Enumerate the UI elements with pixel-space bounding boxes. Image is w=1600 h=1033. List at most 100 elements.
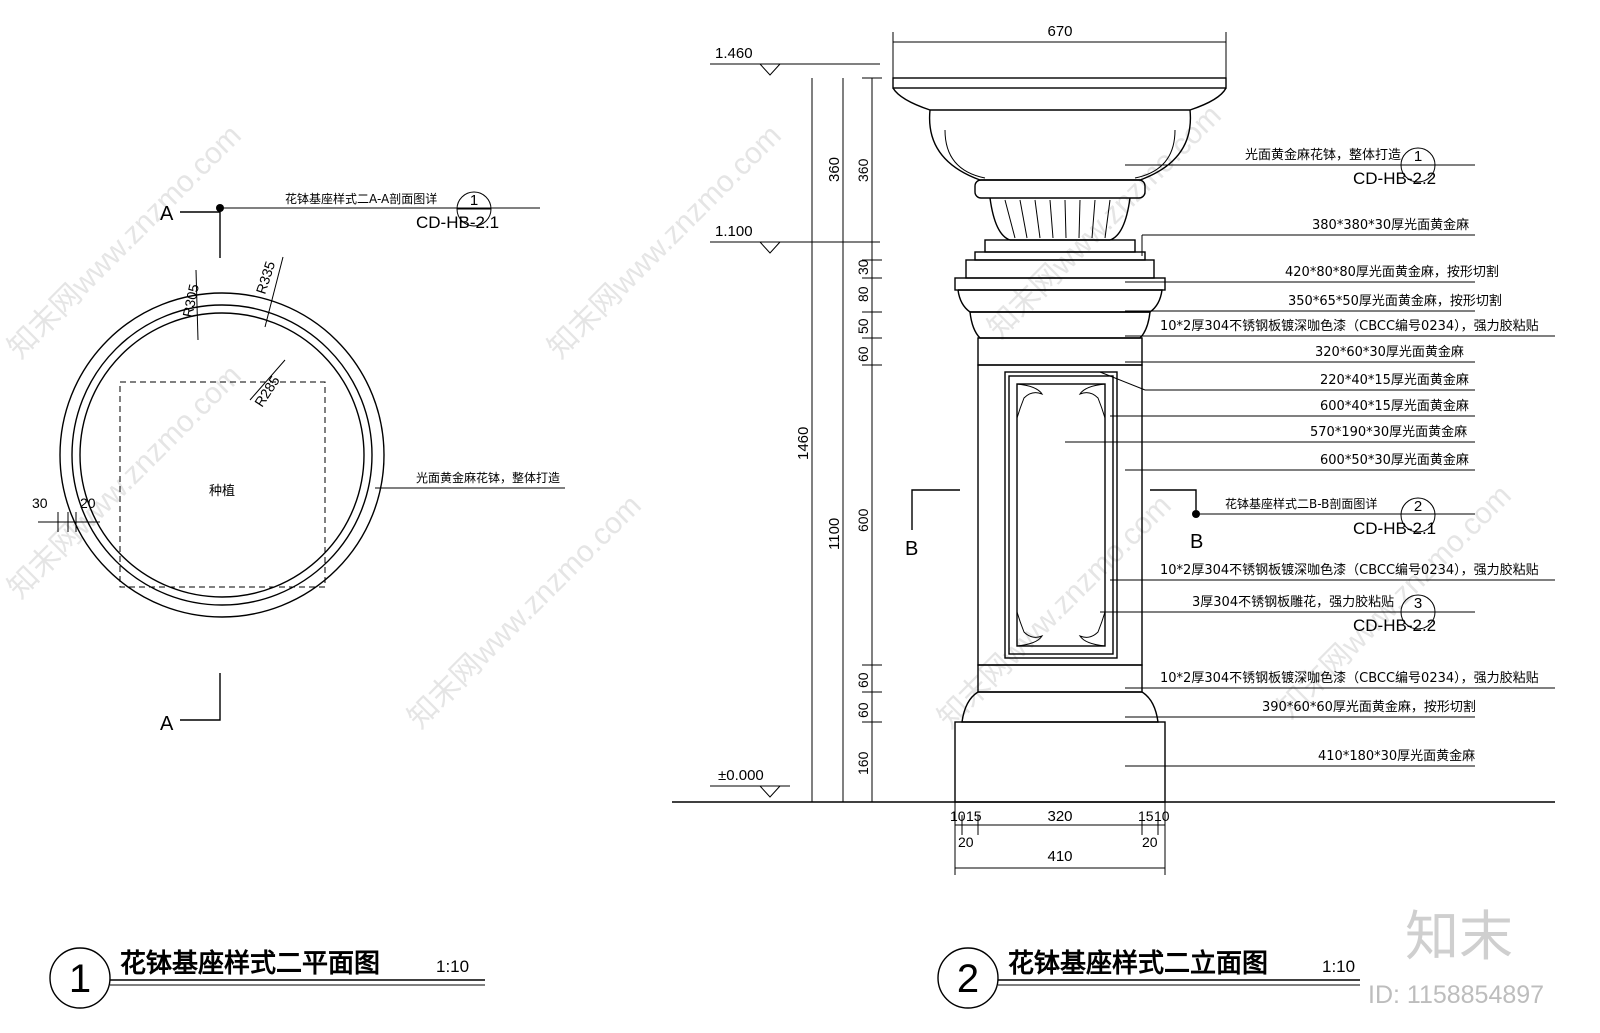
pedestal [954, 251, 1166, 803]
callout: 600*50*30厚光面黄金麻 [1320, 452, 1469, 468]
callout: 10*2厚304不锈钢板镀深咖色漆（CBCC编号0234），强力胶粘贴 [1160, 562, 1539, 578]
dim-right: 360 [855, 158, 871, 182]
section-mark-b-left: B [905, 538, 918, 560]
dim-1100: 1100 [826, 518, 843, 550]
level-ground: ±0.000 [718, 767, 764, 784]
level-marker-mid: 1.100 [710, 223, 880, 254]
dim-670: 670 [1047, 23, 1072, 40]
bowl-outer-circle [59, 292, 385, 618]
r285-label: R285 [251, 373, 283, 410]
dim-right: 600 [855, 508, 871, 532]
plan-ref-label: 花钵基座样式二A-A剖面图详 [285, 191, 437, 206]
dim-right: 60 [855, 672, 871, 688]
plan-title-circle [49, 947, 111, 1009]
elev-title-circle [937, 947, 999, 1009]
callout: 420*80*80厚光面黄金麻，按形切割 [1285, 264, 1499, 280]
ref-num: 1 [1414, 148, 1422, 165]
plan-ref-num: 1 [470, 192, 478, 209]
elev-title: 花钵基座样式二立面图 [1008, 948, 1268, 979]
bowl-rim-circle [71, 304, 373, 606]
callout: 390*60*60厚光面黄金麻，按形切割 [1262, 699, 1476, 715]
callout: 220*40*15厚光面黄金麻 [1320, 372, 1469, 388]
level-marker-ground: ±0.000 [710, 767, 790, 798]
dim-bottom: 15 [966, 808, 982, 824]
dim-bottom: 20 [958, 834, 974, 850]
watermark-text: 知末网www.znzmo.com [982, 99, 1228, 345]
watermark-text: 知末网www.znzmo.com [402, 489, 648, 735]
bottom-dims: 10 15 320 15 10 20 20 410 [950, 802, 1170, 875]
section-cut-a-top [180, 211, 221, 258]
section-mark-a-bottom: A [160, 713, 174, 735]
dim-bottom: 10 [1154, 808, 1170, 824]
plan-title-block: 1 花钵基座样式二平面图 1:10 [49, 947, 485, 1009]
ref-circle [1400, 497, 1436, 533]
callout: 570*190*30厚光面黄金麻 [1310, 424, 1467, 440]
callout: 10*2厚304不锈钢板镀深咖色漆（CBCC编号0234），强力胶粘贴 [1160, 318, 1539, 334]
callout: 光面黄金麻花钵，整体打造 [1245, 147, 1401, 163]
watermark-id: ID: 1158854897 [1368, 981, 1544, 1009]
ref-code: CD-HB-2.1 [1353, 519, 1436, 538]
plan-dim-30: 30 [32, 495, 48, 511]
bowl-inner-circle [79, 312, 365, 598]
section-cut-b-right [1150, 489, 1197, 510]
dim-1460: 1460 [795, 427, 812, 460]
callout: 花钵基座样式二B-B剖面图详 [1225, 496, 1377, 511]
callout: 350*65*50厚光面黄金麻，按形切割 [1288, 293, 1502, 309]
dim-right: 160 [855, 751, 871, 775]
dim-bottom: 15 [1138, 808, 1154, 824]
planting-label: 种植 [209, 484, 235, 499]
dim-right: 60 [855, 702, 871, 718]
dim-410: 410 [1047, 848, 1072, 865]
plan-note: 光面黄金麻花钵，整体打造 [416, 470, 560, 485]
plan-ref-code: CD-HB-2.1 [416, 213, 499, 232]
dim-bottom: 320 [1047, 808, 1072, 825]
watermark-text: 知末网www.znzmo.com [2, 359, 248, 605]
ref-code: CD-HB-2.2 [1353, 169, 1436, 188]
callouts: 光面黄金麻花钵，整体打造 1 CD-HB-2.2 380*380*30厚光面黄金… [1065, 147, 1555, 767]
ref-circle [1400, 594, 1436, 630]
callout: 380*380*30厚光面黄金麻 [1312, 217, 1469, 233]
watermark-text: 知末网www.znzmo.com [2, 119, 248, 365]
elev-title-num: 2 [957, 957, 979, 1001]
plan-scale: 1:10 [436, 957, 469, 976]
dim-bottom: 10 [950, 808, 966, 824]
plan-title-num: 1 [69, 957, 91, 1001]
ref-num: 2 [1414, 498, 1422, 515]
callout: 410*180*30厚光面黄金麻 [1318, 748, 1475, 764]
ref-code: CD-HB-2.2 [1353, 616, 1436, 635]
dim-right: 30 [855, 259, 871, 275]
r305-leader [195, 269, 199, 341]
r285-leader [249, 359, 286, 401]
level-1100: 1.100 [715, 223, 753, 240]
callout: 3厚304不锈钢板雕花，强力胶粘贴 [1192, 594, 1394, 610]
ref-num: 3 [1414, 595, 1422, 612]
section-mark-b-right: B [1190, 531, 1203, 553]
dim-bottom: 20 [1142, 834, 1158, 850]
flower-bowl [892, 77, 1227, 253]
plan-title: 花钵基座样式二平面图 [120, 948, 380, 979]
plan-dim-20: 20 [80, 495, 96, 511]
planting-area [119, 381, 326, 588]
watermark-layer: 知末网www.znzmo.com 知末网www.znzmo.com 知末网www… [2, 99, 1518, 735]
level-1460: 1.460 [715, 45, 753, 62]
elev-scale: 1:10 [1322, 957, 1355, 976]
level-marker-top: 1.460 [710, 45, 880, 76]
callout: 10*2厚304不锈钢板镀深咖色漆（CBCC编号0234），强力胶粘贴 [1160, 670, 1539, 686]
dim-360-left: 360 [826, 157, 843, 182]
ref-circle [1400, 147, 1436, 183]
dim-ticks [862, 77, 882, 803]
section-cut-a-bottom [180, 673, 221, 721]
section-cut-b-left [911, 489, 960, 530]
section-mark-a-top: A [160, 203, 174, 225]
dim-right: 60 [855, 346, 871, 362]
watermark-logo: 知末 [1405, 905, 1513, 968]
elev-title-block: 2 花钵基座样式二立面图 1:10 [937, 947, 1360, 1009]
dim-right: 50 [855, 318, 871, 334]
callout: 600*40*15厚光面黄金麻 [1320, 398, 1469, 414]
callout: 320*60*30厚光面黄金麻 [1315, 344, 1464, 360]
elevation-view: 1.460 1.100 ±0.000 1460 1100 360 360 30 … [672, 23, 1555, 875]
r305-label: R305 [179, 282, 202, 318]
dim-right: 80 [855, 286, 871, 302]
